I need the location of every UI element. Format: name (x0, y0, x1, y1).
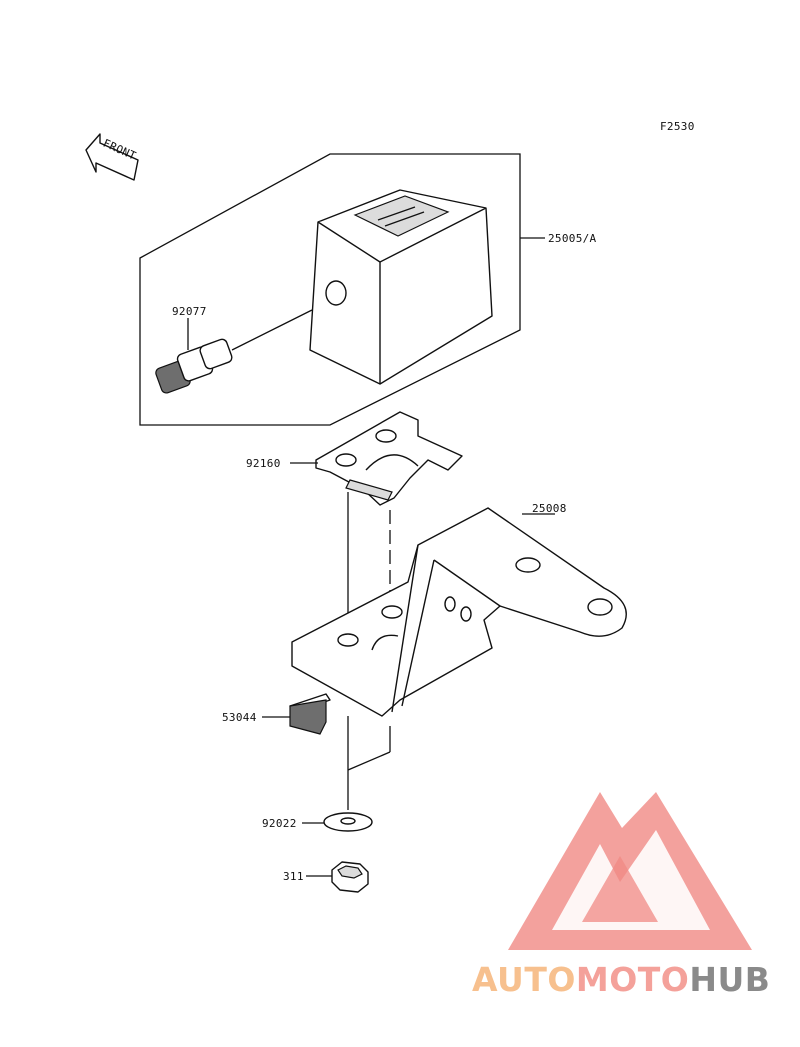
meter-assembly-outline (139, 153, 521, 426)
washer-guide-join (347, 751, 391, 771)
watermark-brand-text: AUTOMOTOHUB (472, 960, 770, 1000)
callout-25005a: 25005/A (548, 232, 597, 245)
callout-92077: 92077 (172, 305, 207, 318)
callout-92160: 92160 (246, 457, 281, 470)
bracket (291, 507, 627, 717)
brand-moto: MOTO (575, 960, 690, 999)
callout-311: 311 (283, 870, 304, 883)
meter-housing (309, 189, 493, 385)
callout-25008: 25008 (532, 502, 567, 515)
nut (331, 861, 369, 893)
washer (323, 812, 373, 832)
watermark-logo-icon (508, 792, 752, 950)
meter-bulb (155, 338, 233, 394)
meter-plate (315, 411, 463, 506)
brand-hub: HUB (689, 960, 771, 999)
callout-53044: 53044 (222, 711, 257, 724)
pad (289, 693, 331, 735)
front-arrow-icon: FRONT (85, 133, 139, 181)
brand-auto: AUTO (472, 960, 576, 999)
callout-92022: 92022 (262, 817, 297, 830)
bulb-assembly-line (231, 309, 313, 351)
figure-code: F2530 (660, 120, 695, 133)
